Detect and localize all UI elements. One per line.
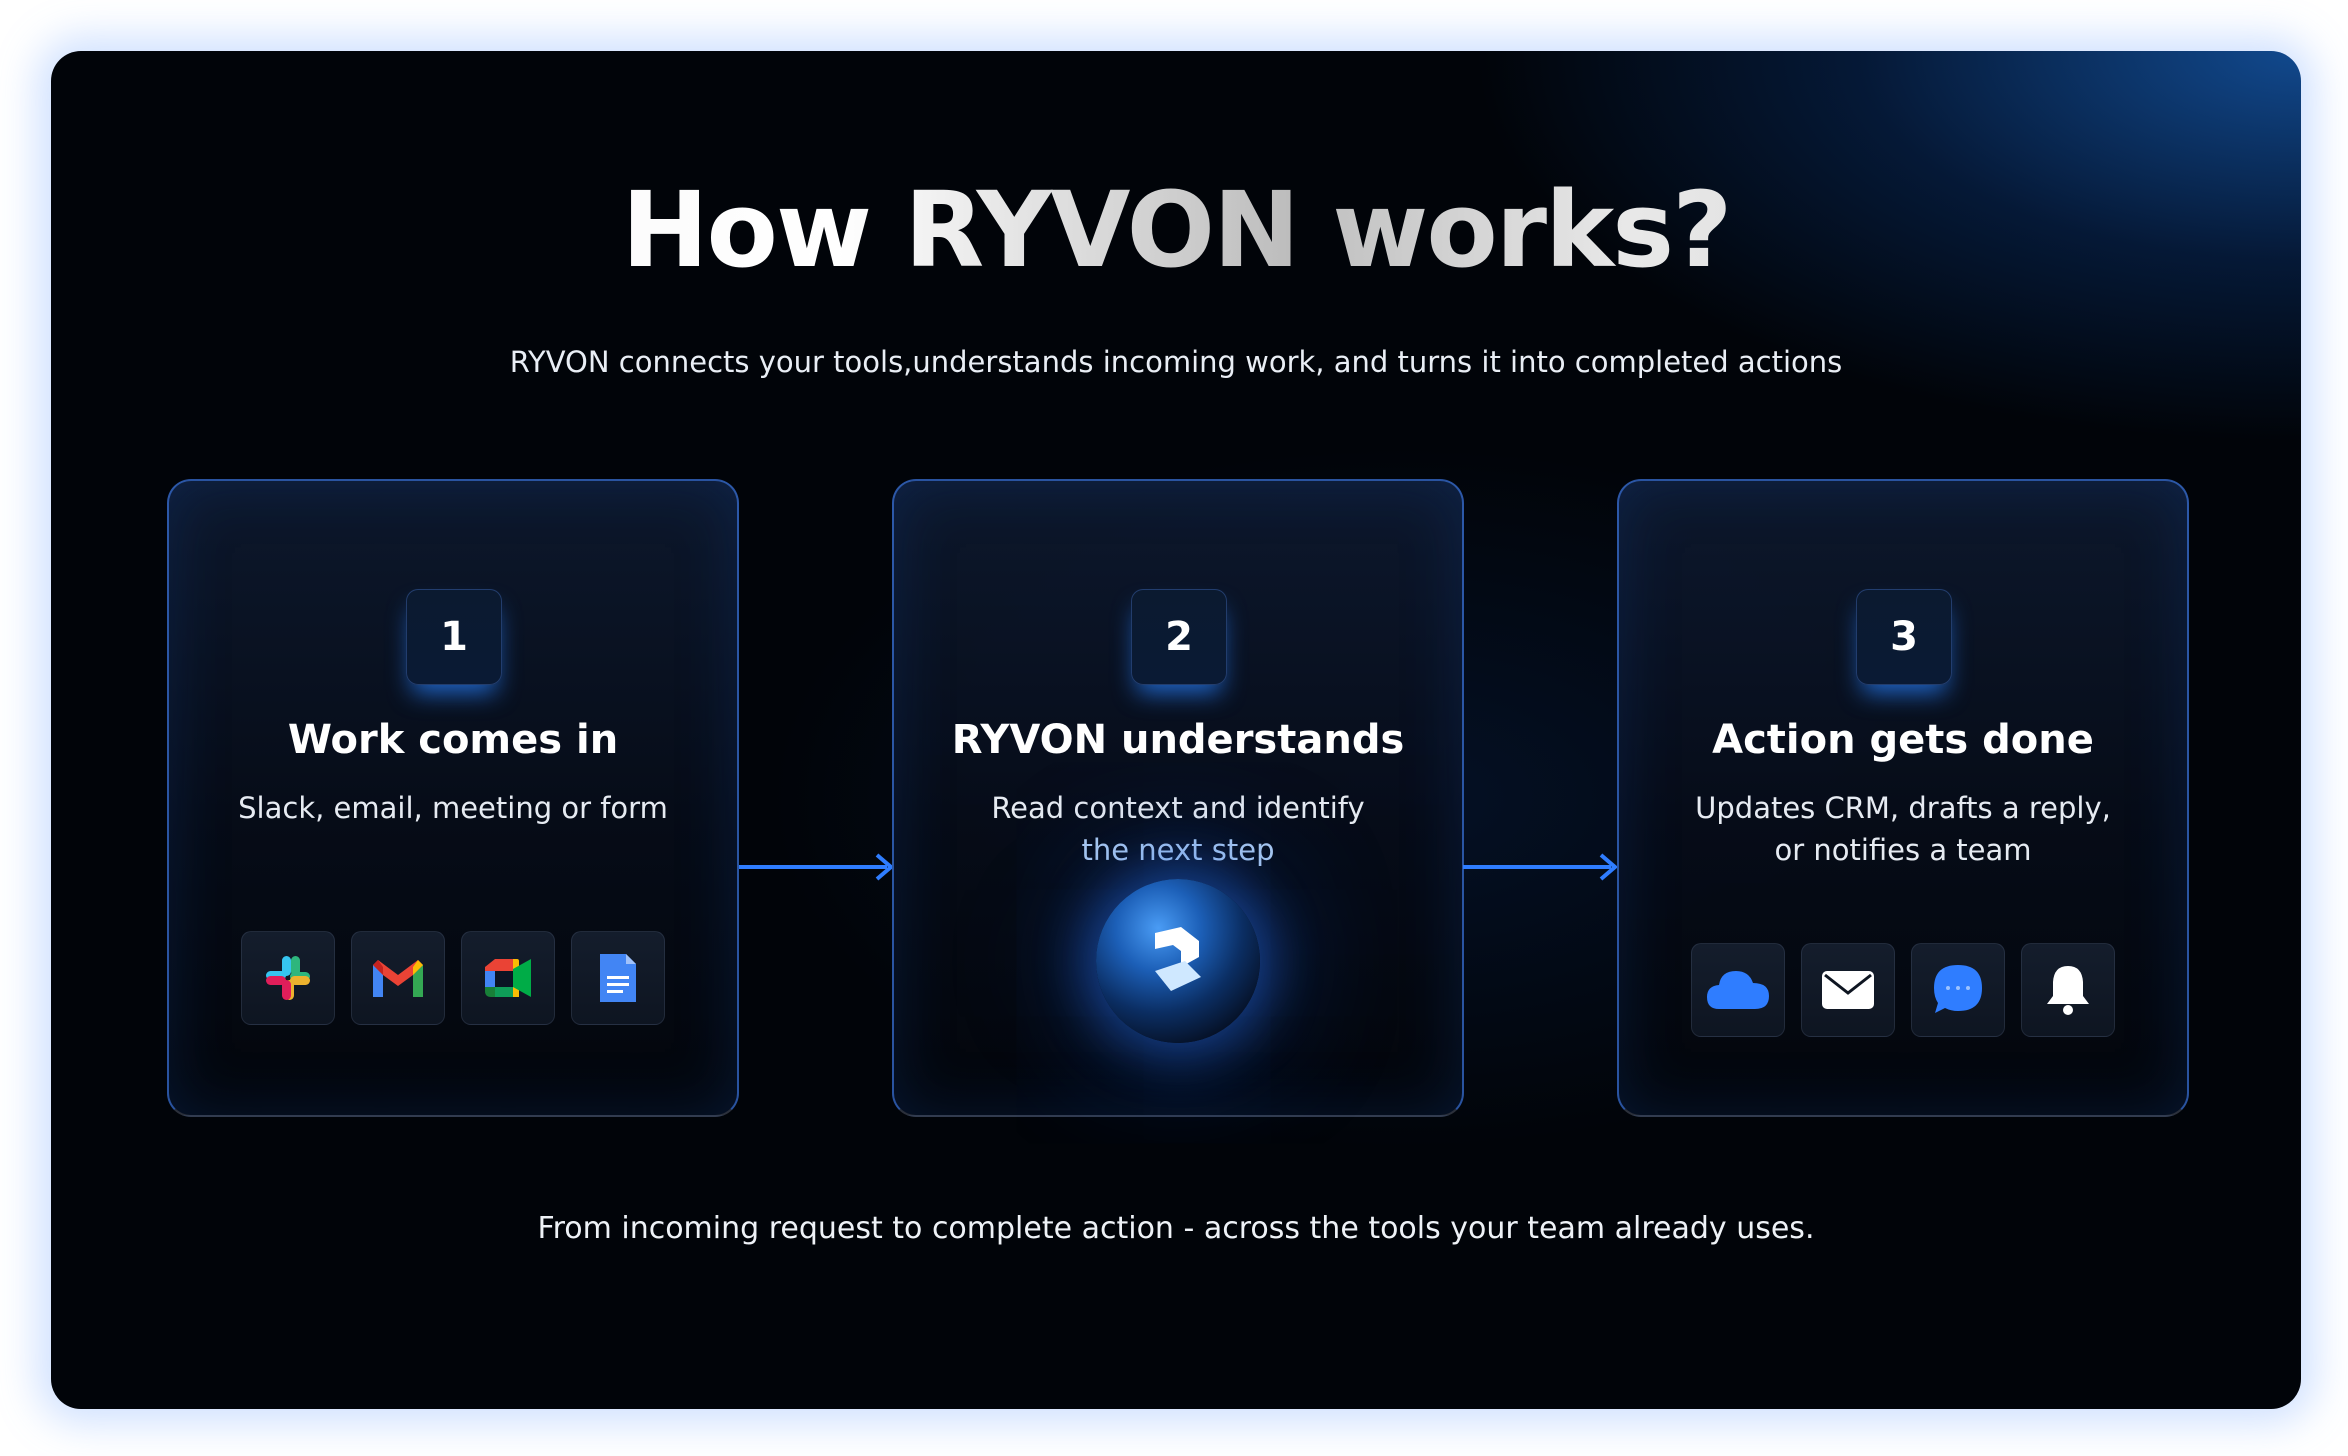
- step-title: Action gets done: [1712, 717, 2094, 763]
- arrow-right-icon: [1463, 853, 1619, 881]
- step-description-line: Read context and identify: [991, 791, 1365, 825]
- chat-bubble-icon: [1911, 943, 2005, 1037]
- slack-icon: [241, 931, 335, 1025]
- how-it-works-panel: How RYVON works? RYVON connects your too…: [51, 51, 2301, 1409]
- step-description: Read context and identify the next step: [934, 787, 1422, 871]
- action-icons: [1619, 943, 2187, 1037]
- page-title: How RYVON works?: [51, 169, 2301, 291]
- step-card-3: 3 Action gets done Updates CRM, drafts a…: [1617, 479, 2189, 1117]
- source-icons: [169, 931, 737, 1025]
- ryvon-orb: [1096, 879, 1260, 1043]
- step-title: Work comes in: [287, 717, 619, 763]
- step-description-line: Updates CRM, drafts a reply,: [1695, 791, 2111, 825]
- step-title: RYVON understands: [951, 717, 1405, 763]
- google-docs-icon: [571, 931, 665, 1025]
- bell-icon: [2021, 943, 2115, 1037]
- step-description-line: the next step: [1081, 833, 1275, 867]
- arrow-right-icon: [739, 853, 895, 881]
- mail-icon: [1801, 943, 1895, 1037]
- step-card-2: 2 RYVON understands Read context and ide…: [892, 479, 1464, 1117]
- cloud-icon: [1691, 943, 1785, 1037]
- step-number-badge: 1: [406, 589, 502, 685]
- step-description: Updates CRM, drafts a reply, or notifies…: [1659, 787, 2147, 871]
- gmail-icon: [351, 931, 445, 1025]
- footer-caption: From incoming request to complete action…: [537, 1211, 1815, 1246]
- google-meet-icon: [461, 931, 555, 1025]
- step-description-line: or notifies a team: [1774, 833, 2032, 867]
- step-number-badge: 3: [1856, 589, 1952, 685]
- ryvon-logo-icon: [1155, 927, 1201, 991]
- step-number-badge: 2: [1131, 589, 1227, 685]
- step-description: Slack, email, meeting or form: [238, 791, 668, 825]
- page-subtitle: RYVON connects your tools,understands in…: [509, 345, 1843, 379]
- step-card-1: 1 Work comes in Slack, email, meeting or…: [167, 479, 739, 1117]
